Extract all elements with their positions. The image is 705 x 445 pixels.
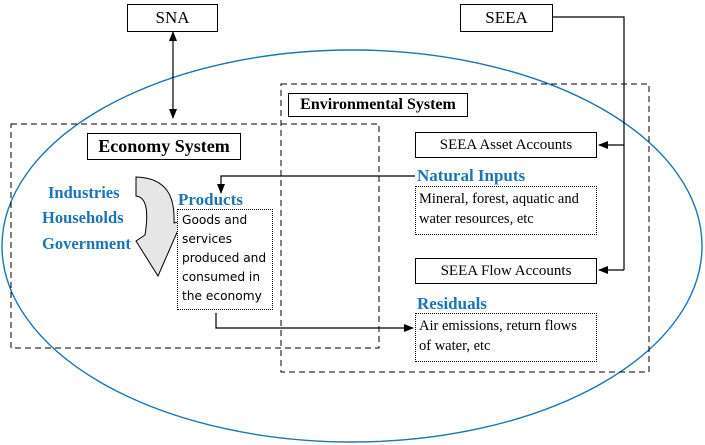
- actor-industries: Industries: [48, 183, 120, 202]
- seea-asset-accounts-box: SEEA Asset Accounts: [415, 132, 597, 158]
- seea-flow-accounts-label: SEEA Flow Accounts: [440, 262, 572, 279]
- seea-flow-accounts-box: SEEA Flow Accounts: [415, 258, 597, 284]
- residuals-line-2: of water, etc: [419, 338, 491, 354]
- natural-inputs-box: Mineral, forest, aquatic and water resou…: [415, 186, 597, 235]
- economy-system-title: Economy System: [98, 136, 230, 156]
- residuals-line-1: Air emissions, return flows: [419, 318, 577, 334]
- actor-households: Households: [42, 208, 124, 227]
- products-line-3: produced and: [182, 251, 267, 265]
- environmental-system-title: Environmental System: [300, 96, 456, 113]
- economy-system-boundary: [10, 123, 380, 349]
- actor-government: Government: [42, 234, 131, 253]
- seea-box: SEEA: [460, 4, 553, 32]
- seea-label: SEEA: [485, 8, 528, 27]
- circular-flow-arrow: [135, 176, 183, 278]
- system-boundary-ellipse: [1, 49, 703, 443]
- products-to-residuals-arrow: [215, 313, 414, 332]
- natural-inputs-line-1: Mineral, forest, aquatic and: [419, 191, 579, 207]
- residuals-box: Air emissions, return flows of water, et…: [415, 313, 597, 362]
- products-line-2: services: [182, 232, 233, 246]
- economy-system-title-box: Economy System: [87, 133, 241, 160]
- residuals-heading: Residuals: [417, 294, 487, 313]
- sna-label: SNA: [155, 8, 190, 27]
- natural-inputs-to-products-arrow: [217, 175, 415, 194]
- products-heading: Products: [178, 190, 243, 209]
- seea-connector-line: [553, 16, 625, 270]
- products-line-4: consumed in: [182, 270, 261, 284]
- natural-inputs-heading: Natural Inputs: [417, 166, 526, 185]
- products-box: Goods and services produced and consumed…: [177, 209, 273, 310]
- environmental-system-boundary: [280, 83, 650, 373]
- products-line-5: the economy: [182, 289, 262, 303]
- environmental-system-title-box: Environmental System: [288, 93, 468, 117]
- sna-box: SNA: [127, 4, 218, 32]
- products-line-1: Goods and: [182, 213, 248, 227]
- natural-inputs-line-2: water resources, etc: [419, 211, 534, 227]
- seea-asset-accounts-label: SEEA Asset Accounts: [439, 136, 573, 153]
